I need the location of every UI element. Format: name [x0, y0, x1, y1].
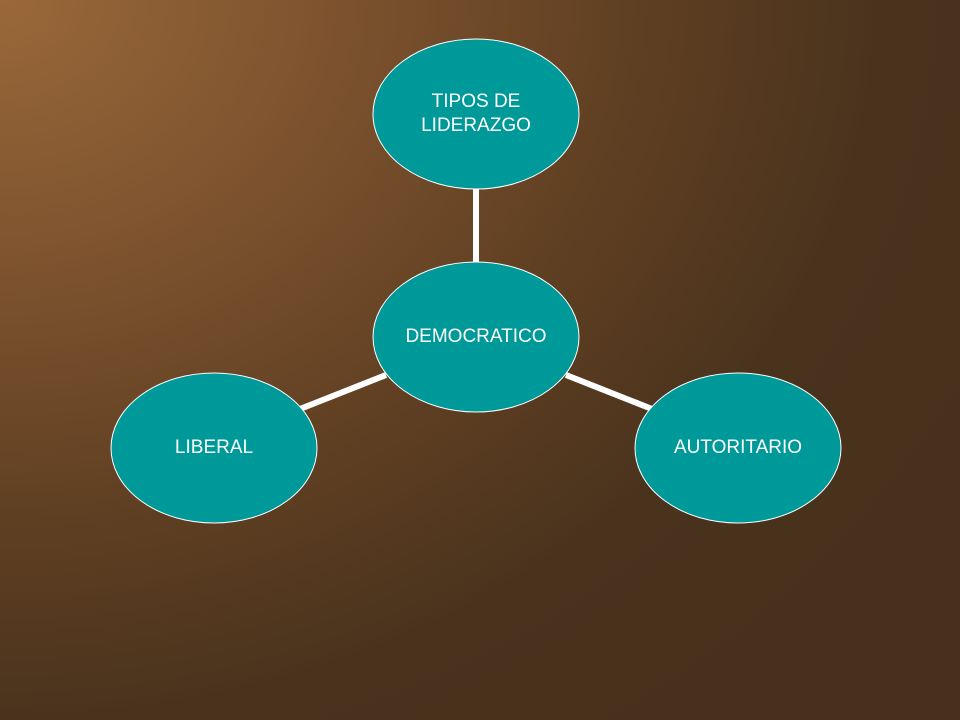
node-left-shape — [110, 372, 318, 524]
node-center-shape — [372, 261, 580, 413]
node-right-label: AUTORITARIO — [673, 437, 803, 458]
node-top-shape — [372, 38, 580, 190]
node-left-label: LIBERAL — [174, 437, 254, 458]
connector-center-left — [298, 372, 388, 412]
connector-center-right — [564, 372, 654, 412]
node-center-label: DEMOCRATICO — [405, 326, 547, 347]
node-top-label: TIPOS DE LIDERAZGO — [421, 91, 531, 136]
node-right-shape — [634, 372, 842, 524]
